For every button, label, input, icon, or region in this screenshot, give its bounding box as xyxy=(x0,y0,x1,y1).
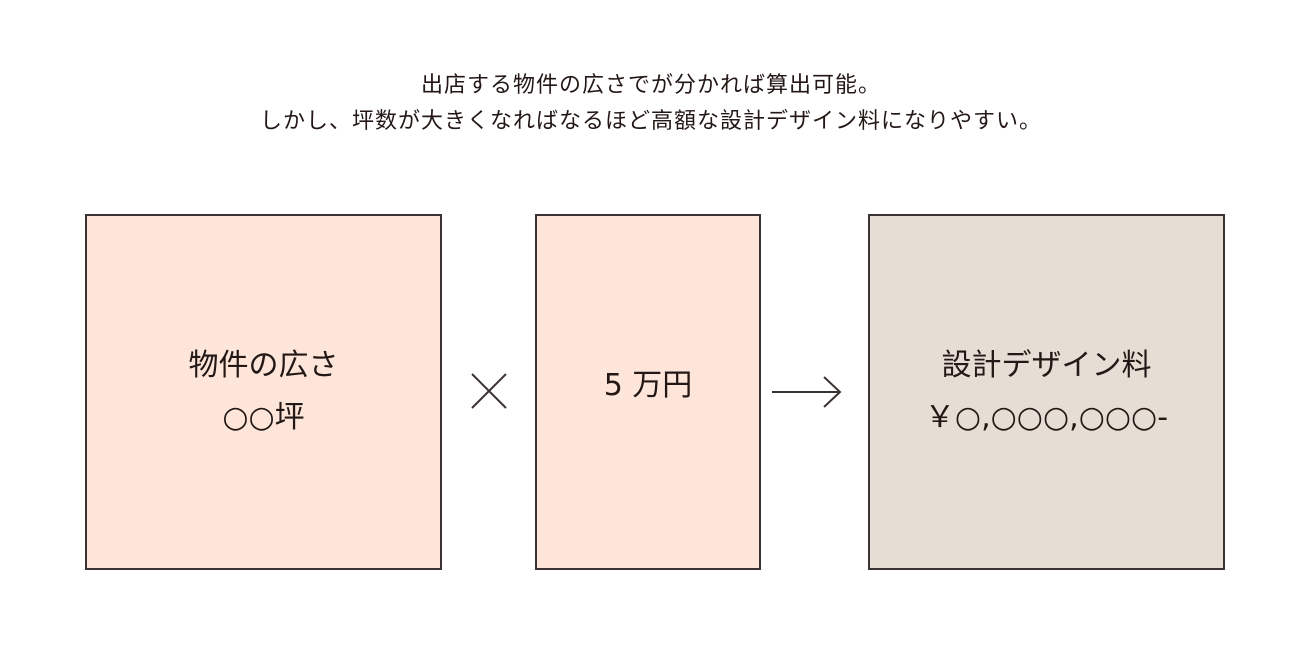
area-value: ○○坪 xyxy=(222,400,305,435)
unit-price-label: 5 万円 xyxy=(603,368,693,403)
times-icon xyxy=(470,372,508,410)
intro-line-1: 出店する物件の広さでが分かれば算出可能。 xyxy=(420,73,881,98)
design-fee-label: 設計デザイン料 xyxy=(941,348,1152,383)
arrow-right-icon xyxy=(772,375,842,409)
area-box: 物件の広さ ○○坪 xyxy=(85,214,442,570)
area-label: 物件の広さ xyxy=(188,348,339,383)
intro-text: 出店する物件の広さでが分かれば算出可能。 しかし、坪数が大きくなればなるほど高額… xyxy=(0,68,1302,140)
design-fee-box: 設計デザイン料 ￥○,○○○,○○○- xyxy=(868,214,1225,570)
unit-price-box: 5 万円 xyxy=(535,214,761,570)
design-fee-value: ￥○,○○○,○○○- xyxy=(924,400,1169,435)
intro-line-2: しかし、坪数が大きくなればなるほど高額な設計デザイン料になりやすい。 xyxy=(259,109,1042,134)
